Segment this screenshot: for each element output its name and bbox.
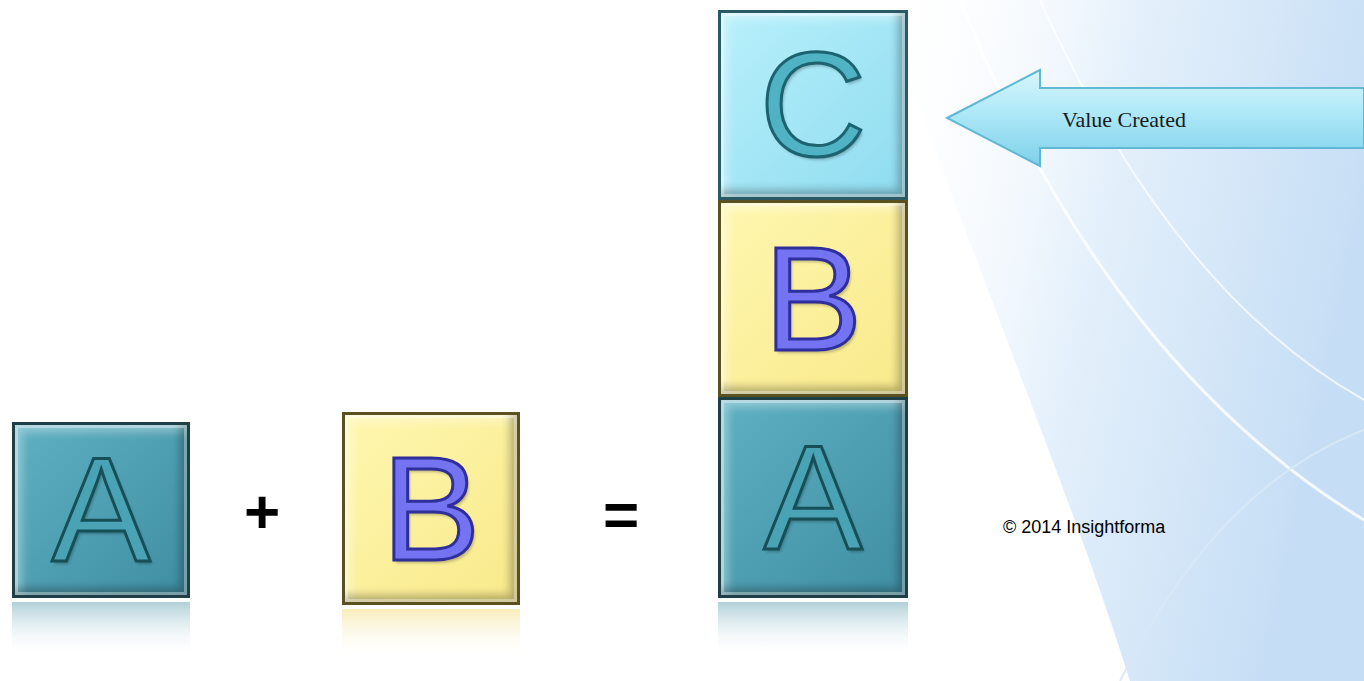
letter-block: A [12,422,190,598]
block-letter: B [764,225,863,373]
callout-arrow: Value Created [945,68,1364,168]
letter-block: C [718,10,908,200]
swoosh-line [1120,430,1364,681]
letter-block: B [342,412,520,605]
block-letter: B [382,435,481,583]
copyright-note: © 2014 Insightforma [1003,518,1165,536]
letter-block: A [718,397,908,598]
block-letter: C [760,31,867,179]
plus-sign: + [244,481,280,543]
block-letter: A [52,436,151,584]
swoosh-line [960,0,1364,520]
reflection [12,602,190,657]
block-letter: A [764,424,863,572]
letter-block: B [718,200,908,397]
reflection [718,602,908,657]
equals-sign: = [603,484,639,546]
arrow-label: Value Created [1062,107,1186,133]
swoosh [880,0,1364,681]
reflection [342,609,520,659]
swoosh-line [1040,0,1364,400]
